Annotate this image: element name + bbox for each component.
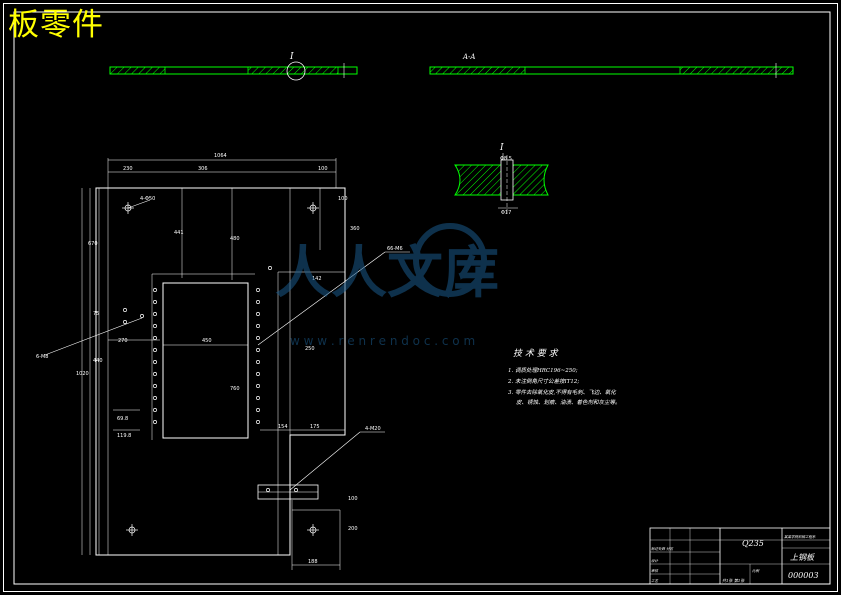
dim-mid-v1: 75 [93,311,99,317]
dim-left-height: 670 [88,241,98,247]
dim-top-left: 230 [123,166,133,172]
title-block [649,527,831,585]
dim-mid-w: 450 [202,338,212,344]
dim-inner-height1: 441 [174,230,184,236]
dim-right-h: 100 [348,496,358,502]
dim-top-mid: 306 [198,166,208,172]
page-title: 板零件 [8,7,104,43]
dim-hole-count: 66-M6 [387,246,403,252]
tech-req-heading: 技 术 要 求 [513,348,559,359]
dim-overall-width: 1064 [214,153,227,159]
dim-mid-v2: 440 [93,358,103,364]
drawing-border-inner [13,11,831,585]
dim-bottom-w2: 175 [310,424,320,430]
detail-section-label: I [499,143,504,153]
tech-req-item-1: 1. 调质处理HRC196~250; [508,367,578,374]
watermark-logo-text: 人人文库 [275,241,499,306]
dim-holes-left: 6-M8 [36,354,48,360]
dim-corner-holes: 4-Φ50 [140,196,155,202]
title-block-row4: 工艺 [651,579,659,583]
side-view-right: A-A [429,53,794,78]
watermark: 人人文库 w w w . r e n r e n d o c . c o m [275,223,499,348]
title-block-company: 某某学院机械工程系 [784,535,816,539]
main-plate-view [81,158,346,570]
title-block-part-name: 上钢板 [790,553,815,562]
title-block-material: Q235 [742,539,764,548]
detail-dim-bottom: Φ17 [501,210,511,216]
drawing-border-outer [3,3,838,592]
dim-bottom-left2: 119.8 [117,433,131,439]
dim-bottom-left1: 69.8 [117,416,128,422]
dim-inner-height2: 480 [230,236,240,242]
detail-section-I: I Φ8.5 Φ17 [454,143,549,216]
dim-mid-h: 760 [230,386,240,392]
side-view-left: I [109,52,358,81]
dim-bottom-h: 200 [348,526,358,532]
tech-req-item-2: 2. 未注倒角尺寸公差按IT12; [507,378,579,385]
dim-inner-right: 360 [350,226,360,232]
tech-req-item-4: 皮、锈蚀、划痕、油渍、着色剂和灰尘等。 [516,399,621,406]
title-block-sheet-info: 共1张 第1张 [722,578,745,583]
dim-holes-bottom: 4-M20 [365,426,381,432]
detail-dim-top: Φ8.5 [500,156,512,162]
watermark-url: w w w . r e n r e n d o c . c o m [290,334,475,348]
dim-right-small: 100 [338,196,348,202]
title-block-drawing-no: 000003 [788,571,819,580]
tech-req-item-3: 3. 零件去除氧化皮,不得有毛刺、飞边、氧化 [508,389,617,396]
side-view-right-label: A-A [462,53,475,61]
dim-bottom-w3: 188 [308,559,318,565]
title-block-designer-label: 标记处数 分区 [651,547,674,551]
side-view-detail-label: I [289,52,294,62]
title-block-scale-label: 比例 [752,569,760,573]
dim-bottom-w1: 154 [278,424,288,430]
hole-pattern [122,202,319,536]
technical-requirements: 技 术 要 求 1. 调质处理HRC196~250; 2. 未注倒角尺寸公差按I… [507,348,621,406]
dim-width-270: 270 [118,338,128,344]
title-block-row2: 设计 [651,559,659,563]
dim-top-right: 100 [318,166,328,172]
title-block-row3: 审核 [651,569,659,573]
dim-right-w2: 250 [305,346,315,352]
leader-lines [44,199,410,491]
dim-height-total: 1020 [76,371,89,377]
dim-right-w1: 142 [312,276,322,282]
